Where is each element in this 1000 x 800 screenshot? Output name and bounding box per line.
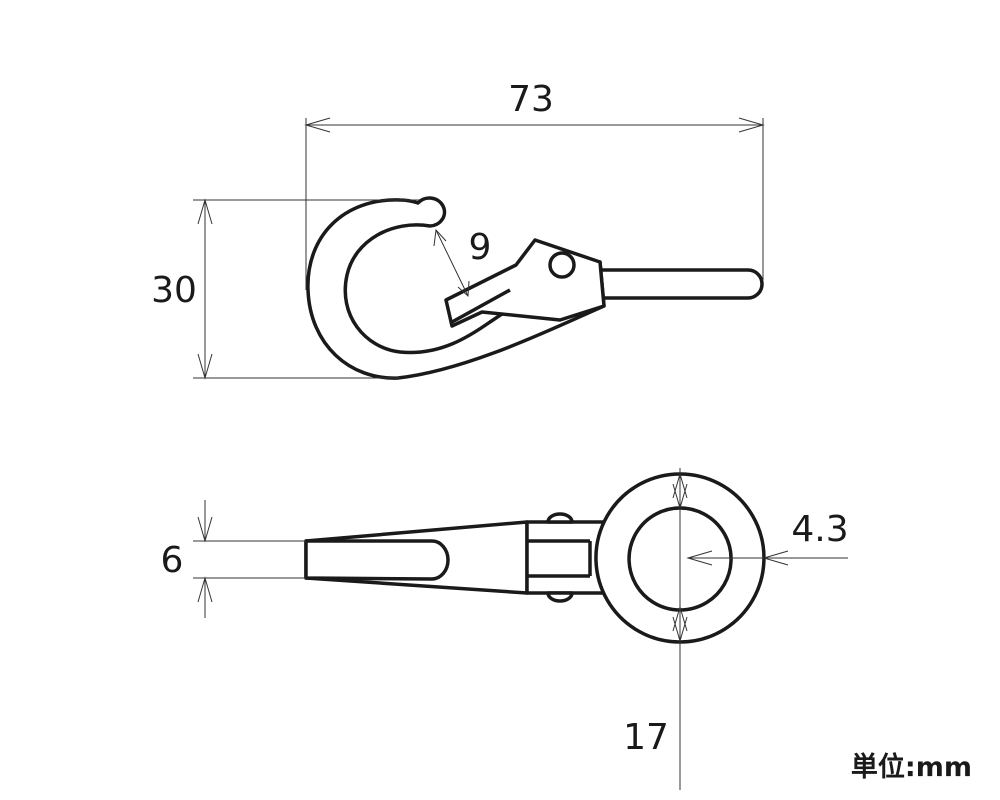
- latch-inner-line: [451, 288, 511, 324]
- pivot-rivet: [548, 251, 576, 279]
- dim-overall-length: 73: [304, 79, 765, 290]
- dim-eye-inner-label: 4.3: [791, 509, 848, 550]
- side-view: [306, 196, 764, 380]
- dim-gate-opening-label: 9: [469, 227, 492, 268]
- dim-gate-opening: 9: [433, 227, 492, 298]
- jaw-slot: [304, 539, 450, 581]
- dim-thickness: 6: [161, 500, 306, 618]
- dim-overall-length-label: 73: [508, 79, 554, 120]
- dim-eye-inner: 4.3: [686, 509, 849, 566]
- rivet-top: [546, 512, 574, 524]
- dim-eye-outer: 17: [623, 468, 688, 790]
- unit-label: 単位:mm: [851, 751, 972, 783]
- dim-height: 30: [151, 198, 420, 380]
- top-view: [304, 472, 766, 644]
- shank-rod: [598, 268, 764, 300]
- dim-height-label: 30: [151, 270, 197, 311]
- rivet-bottom: [546, 591, 574, 603]
- dim-eye-outer-label: 17: [623, 717, 669, 758]
- eye-ring: [594, 472, 766, 644]
- dim-thickness-label: 6: [161, 540, 184, 581]
